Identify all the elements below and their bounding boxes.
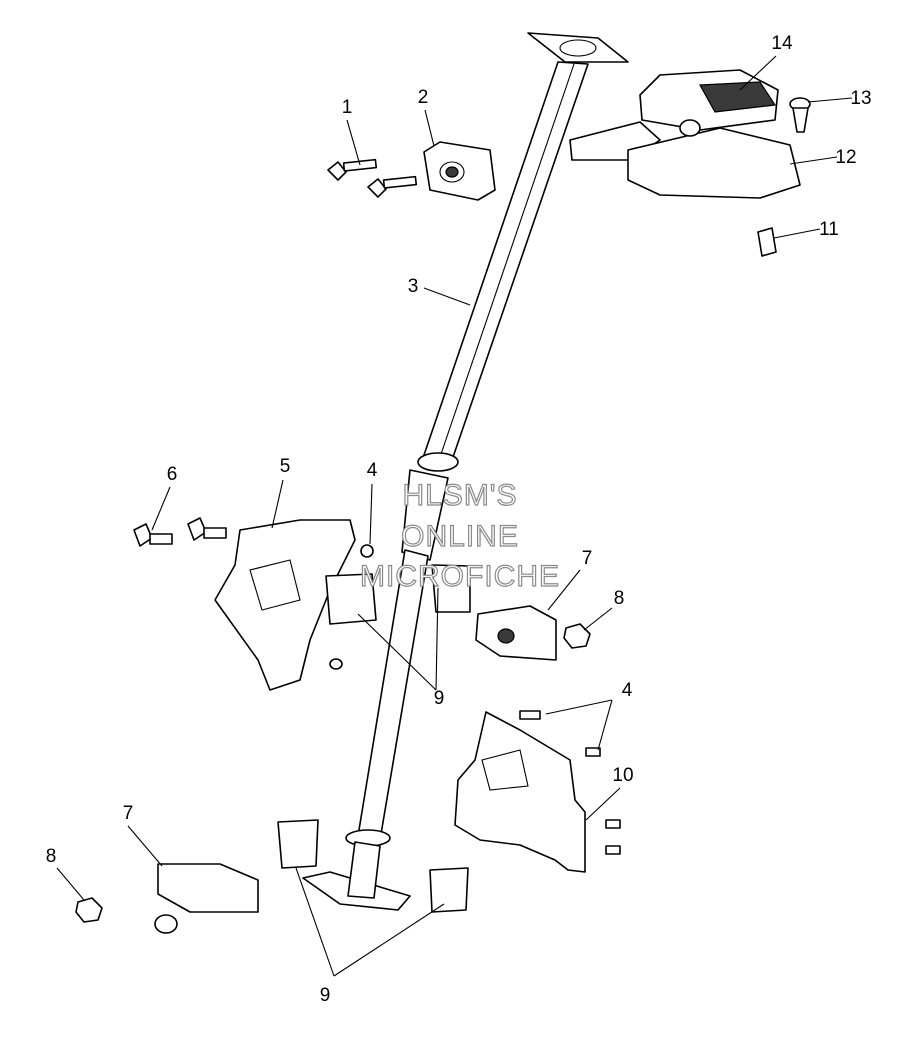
callout-c12: 12	[835, 147, 856, 168]
callout-c4b: 4	[622, 680, 633, 701]
bracket-part-10	[454, 711, 586, 873]
steering-shaft-part-3	[302, 32, 629, 911]
watermark: HLSM'S ONLINE MICROFICHE	[359, 478, 560, 593]
bracket-part-5	[214, 519, 356, 691]
callout-c8a: 8	[614, 588, 625, 609]
callout-c10: 10	[612, 765, 633, 786]
callout-c14: 14	[771, 33, 793, 54]
small-bolts-part-4	[329, 544, 621, 855]
callout-c7b: 7	[123, 803, 134, 824]
leader-lines	[56, 55, 853, 977]
callout-c9b: 9	[320, 985, 331, 1006]
callout-c2: 2	[418, 87, 429, 108]
callout-c3: 3	[408, 276, 419, 297]
watermark-line-2: ONLINE	[401, 520, 519, 553]
bushings-part-9	[277, 564, 471, 913]
bolts-part-1	[327, 158, 418, 198]
clamp-upper-part-7	[475, 605, 557, 661]
callout-c4a: 4	[367, 460, 378, 481]
watermark-line-3: MICROFICHE	[360, 560, 560, 593]
clamp-block-part-2	[423, 141, 496, 201]
watermark-line-1: HLSM'S	[402, 479, 517, 512]
screw-part-13	[789, 97, 811, 133]
clamp-lower-part-7	[154, 863, 259, 934]
nut-part-11	[757, 227, 777, 257]
callout-c1: 1	[342, 97, 353, 118]
callout-c5: 5	[280, 456, 291, 477]
callout-c8b: 8	[46, 846, 57, 867]
nut-upper-part-8	[563, 623, 591, 649]
callout-c7a: 7	[582, 548, 593, 569]
callout-c9a: 9	[434, 688, 445, 709]
callout-c6: 6	[167, 464, 178, 485]
callout-c11: 11	[819, 219, 839, 240]
nut-lower-part-8	[75, 897, 103, 923]
housing-parts-12-14	[569, 69, 801, 199]
bolts-part-6	[133, 517, 227, 547]
callout-c13: 13	[850, 88, 871, 109]
